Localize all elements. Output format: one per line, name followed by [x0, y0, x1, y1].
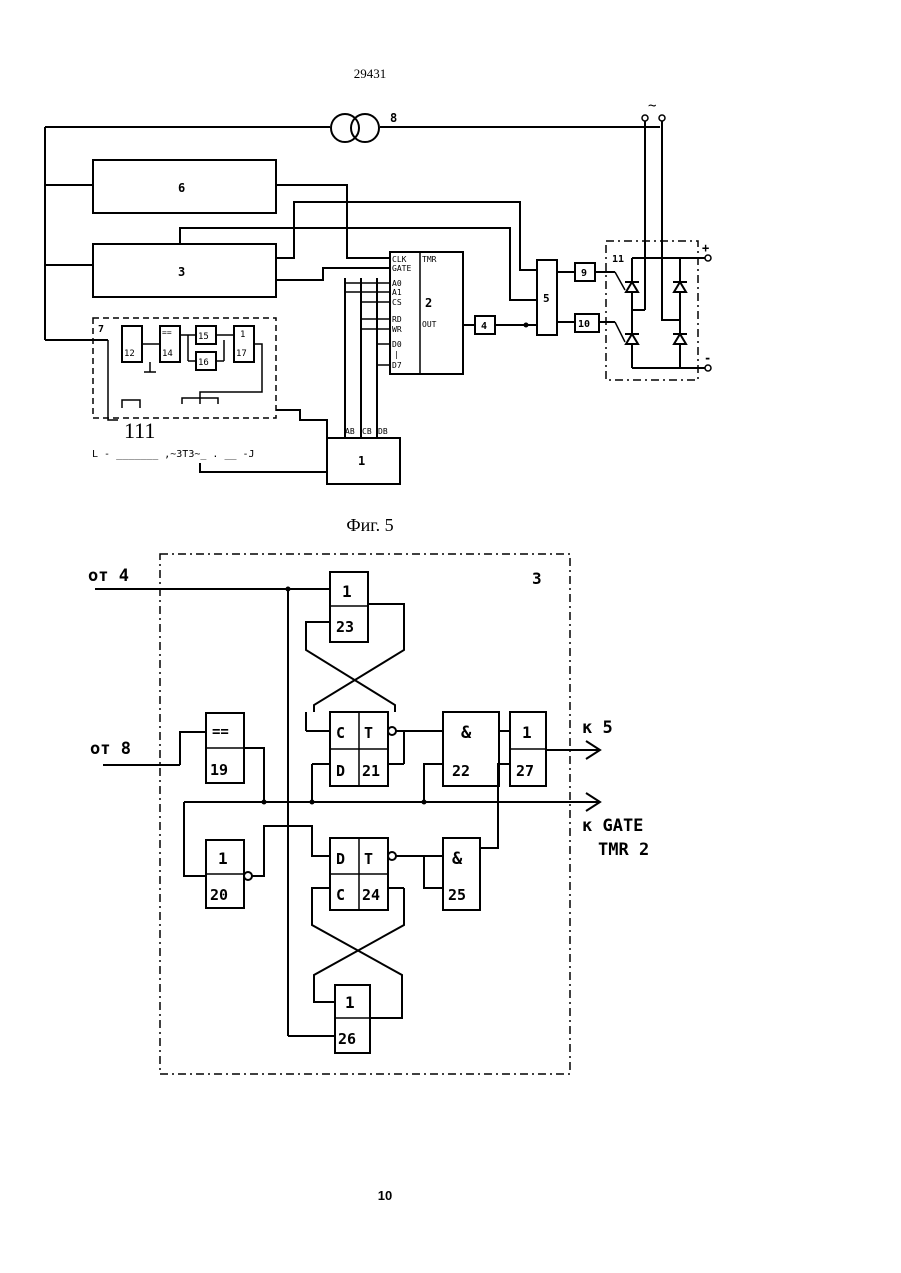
- element-19-num: 19: [210, 761, 228, 779]
- element-21-num: 21: [362, 762, 380, 780]
- element-19-sym: ==: [212, 724, 229, 740]
- block-9-label: 9: [581, 268, 587, 279]
- input-from-8: от 8: [90, 739, 131, 759]
- pin-clk: CLK: [392, 255, 407, 264]
- element-27-sym: 1: [522, 723, 532, 742]
- pin-gate: GATE: [392, 264, 411, 273]
- output-to-5: к 5: [582, 718, 613, 738]
- output-tmr2: TMR 2: [598, 840, 649, 860]
- element-26-num: 26: [338, 1030, 356, 1048]
- element-22-sym: &: [461, 723, 472, 743]
- element-23-sym: 1: [342, 582, 352, 601]
- block-3-label: 3: [178, 265, 185, 279]
- element-21-d: D: [336, 762, 345, 780]
- element-22-num: 22: [452, 762, 470, 780]
- element-20-sym: 1: [218, 849, 228, 868]
- transformer-label: 8: [390, 111, 397, 125]
- figure-caption: Фиг. 5: [0, 515, 740, 536]
- scan-noise-111: 111: [124, 418, 155, 443]
- transformer-coil-right: [351, 114, 379, 142]
- block-7-label: 7: [98, 324, 104, 335]
- minus-terminal: -: [704, 351, 711, 365]
- element-27-num: 27: [516, 762, 534, 780]
- pin-a0: A0: [392, 279, 402, 288]
- block-14-sym: ==: [162, 328, 172, 337]
- block-17-sym: 1: [240, 330, 245, 340]
- block-3-frame-label: 3: [532, 569, 542, 588]
- rectifier-label: 11: [612, 254, 624, 265]
- element-24-d: D: [336, 850, 345, 868]
- pin-rd: RD: [392, 315, 402, 324]
- bus-db: DB: [378, 427, 388, 436]
- block-6-label: 6: [178, 181, 185, 195]
- page-number: 10: [0, 1188, 770, 1203]
- plus-terminal: +: [702, 241, 709, 255]
- element-24-num: 24: [362, 886, 380, 904]
- element-24-c: C: [336, 886, 345, 904]
- pin-d7: D7: [392, 361, 402, 370]
- element-23-num: 23: [336, 618, 354, 636]
- block-4-label: 4: [481, 321, 487, 332]
- element-25-sym: &: [452, 849, 463, 869]
- pin-wr: WR: [392, 325, 402, 334]
- pin-d0: D0: [392, 340, 402, 349]
- element-26-sym: 1: [345, 993, 355, 1012]
- ac-symbol: ~: [648, 98, 656, 114]
- timer-label: 2: [425, 296, 432, 310]
- element-21-c: C: [336, 724, 345, 742]
- input-from-4: от 4: [88, 566, 129, 586]
- element-24-t: T: [364, 850, 373, 868]
- block-16-label: 16: [198, 358, 209, 368]
- pin-out: OUT: [422, 320, 437, 329]
- bus-cb: CB: [362, 427, 372, 436]
- block-1-label: 1: [358, 454, 365, 468]
- pin-tmr: TMR: [422, 255, 437, 264]
- element-21-t: T: [364, 724, 373, 742]
- block-17-label: 17: [236, 349, 247, 359]
- block-10-label: 10: [578, 319, 590, 330]
- block-5-label: 5: [543, 292, 550, 305]
- pin-a1: A1: [392, 288, 402, 297]
- block-14-label: 14: [162, 349, 173, 359]
- output-gate: к GATE: [582, 816, 643, 836]
- bus-ab: AB: [345, 427, 355, 436]
- block-12-label: 12: [124, 349, 135, 359]
- element-25-num: 25: [448, 886, 466, 904]
- scan-noise-line: L - _______ ,~3T3~_ . __ -J: [92, 449, 255, 460]
- block-15-label: 15: [198, 332, 209, 342]
- pin-dots: |: [394, 350, 399, 359]
- element-20-num: 20: [210, 886, 228, 904]
- pin-cs: CS: [392, 298, 402, 307]
